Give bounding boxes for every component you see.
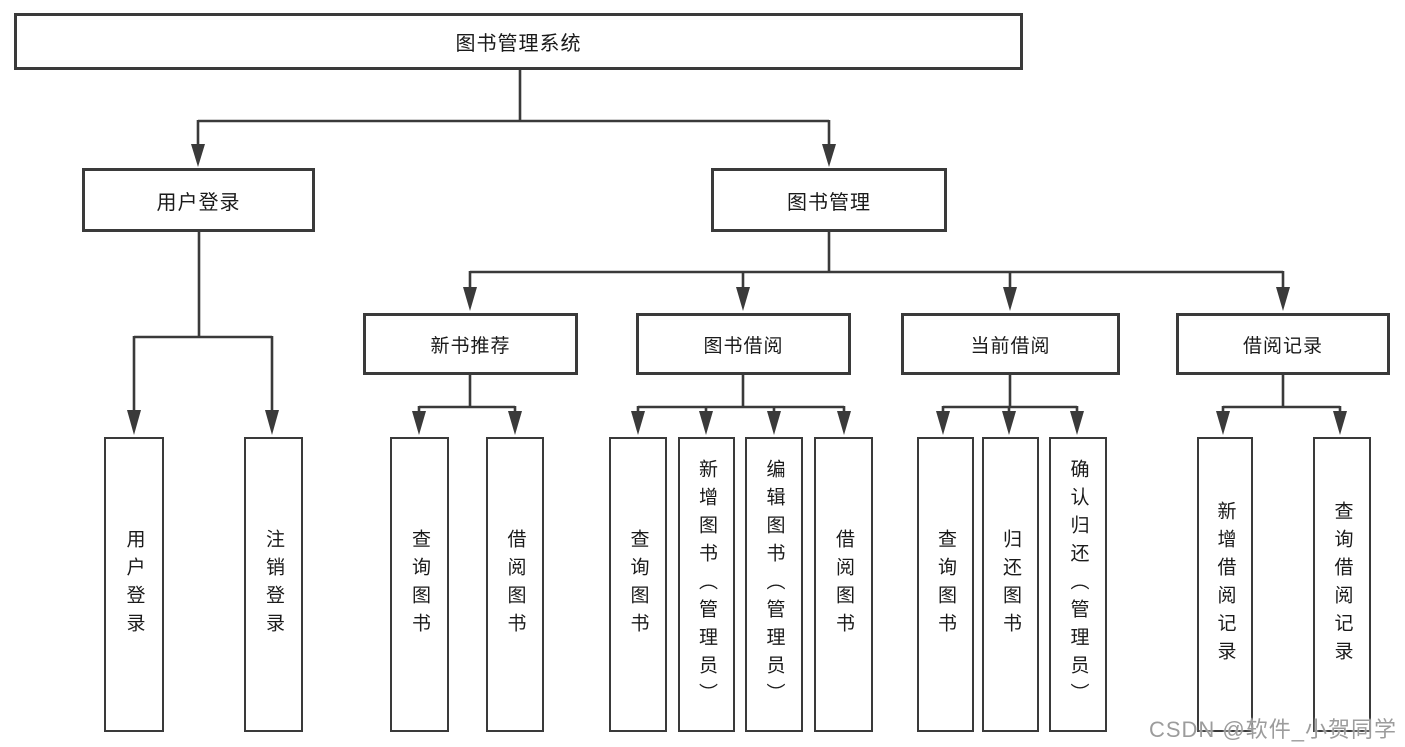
node-borrowing-records-label: 借阅记录: [1242, 335, 1323, 357]
csdn-watermark: CSDN @软件_小贺同学: [1148, 717, 1397, 742]
leaf-current-return-books: 归还图书: [982, 437, 1039, 732]
leaf-user-login-label: 用户登录: [123, 528, 145, 641]
leaf-borrow-add-books-admin: 新增图书（管理员）: [678, 437, 735, 732]
node-current-borrowing: 当前借阅: [901, 313, 1120, 375]
leaf-current-return-books-label: 归还图书: [1000, 528, 1021, 641]
node-user-login: 用户登录: [82, 168, 315, 232]
leaf-newbook-borrow-books: 借阅图书: [486, 437, 544, 732]
leaf-newbook-borrow-books-label: 借阅图书: [504, 528, 526, 641]
node-current-borrowing-label: 当前借阅: [970, 335, 1051, 357]
node-book-management: 图书管理: [711, 168, 947, 232]
leaf-user-login: 用户登录: [104, 437, 164, 732]
node-book-borrowing: 图书借阅: [636, 313, 851, 375]
leaf-current-confirm-return-admin-label: 确认归还（管理员）: [1067, 458, 1089, 711]
leaf-record-query-borrow-record-label: 查询借阅记录: [1331, 500, 1353, 669]
leaf-logout: 注销登录: [244, 437, 303, 732]
node-root-label: 图书管理系统: [455, 33, 582, 55]
leaf-logout-label: 注销登录: [263, 528, 284, 641]
leaf-newbook-query-books: 查询图书: [390, 437, 449, 732]
node-new-book-recommend-label: 新书推荐: [430, 335, 511, 357]
leaf-borrow-borrow-books: 借阅图书: [814, 437, 873, 732]
node-book-management-label: 图书管理: [787, 191, 871, 214]
leaf-current-confirm-return-admin: 确认归还（管理员）: [1049, 437, 1107, 732]
leaf-borrow-add-books-admin-label: 新增图书（管理员）: [696, 458, 717, 711]
leaf-record-add-borrow-record-label: 新增借阅记录: [1214, 500, 1236, 669]
leaf-record-query-borrow-record: 查询借阅记录: [1313, 437, 1371, 732]
node-root: 图书管理系统: [14, 13, 1023, 70]
leaf-borrow-query-books-label: 查询图书: [627, 528, 649, 641]
leaf-borrow-edit-books-admin: 编辑图书（管理员）: [745, 437, 803, 732]
node-new-book-recommend: 新书推荐: [363, 313, 578, 375]
leaf-newbook-query-books-label: 查询图书: [409, 528, 430, 641]
node-user-login-label: 用户登录: [156, 191, 241, 214]
leaf-current-query-books: 查询图书: [917, 437, 974, 732]
node-book-borrowing-label: 图书借阅: [703, 335, 784, 357]
node-borrowing-records: 借阅记录: [1176, 313, 1390, 375]
leaf-borrow-borrow-books-label: 借阅图书: [833, 528, 854, 641]
leaf-record-add-borrow-record: 新增借阅记录: [1197, 437, 1253, 732]
leaf-borrow-query-books: 查询图书: [609, 437, 667, 732]
leaf-current-query-books-label: 查询图书: [935, 528, 956, 641]
leaf-borrow-edit-books-admin-label: 编辑图书（管理员）: [763, 458, 785, 711]
